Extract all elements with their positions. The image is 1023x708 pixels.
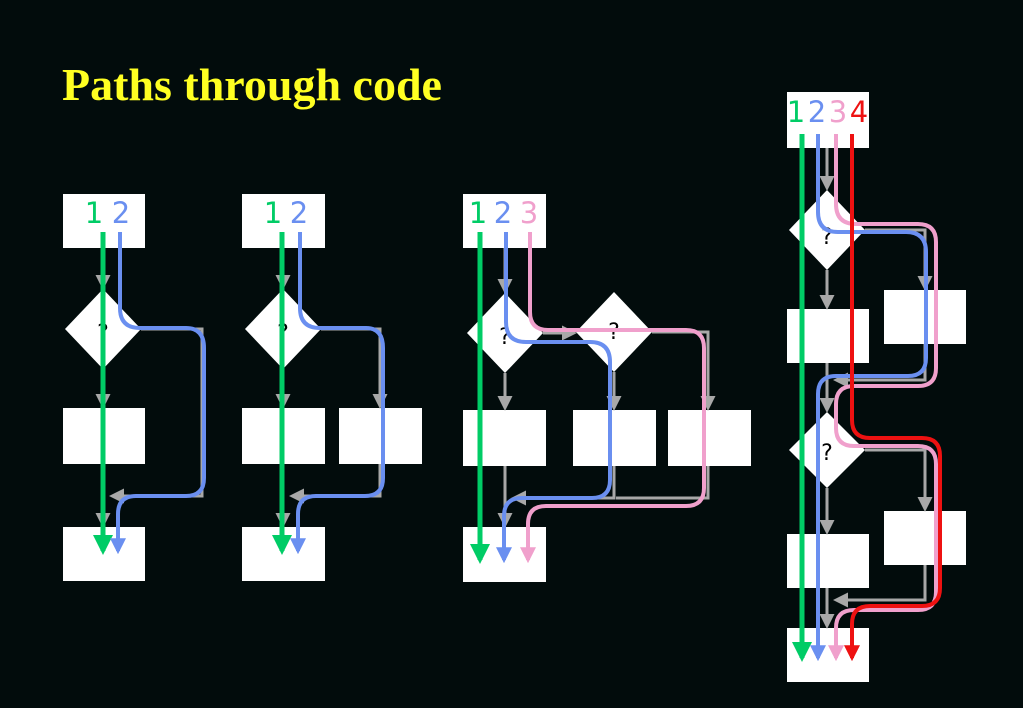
- diagram-4: ? ? 1 2 3 4: [787, 92, 966, 682]
- path-label-2: 2: [290, 196, 308, 230]
- path-label-2: 2: [112, 196, 130, 230]
- path-3-line: [828, 134, 938, 662]
- statement-node-middle: [573, 410, 656, 466]
- decision-symbol: ?: [821, 225, 833, 250]
- statement-node-left: [463, 410, 546, 466]
- exit-node: [787, 628, 869, 682]
- control-flow-edges: [497, 248, 716, 528]
- path-label-3: 3: [520, 196, 538, 230]
- path-2-line: [810, 134, 928, 662]
- path-label-1: 1: [787, 95, 805, 129]
- path-3-line: [520, 232, 706, 564]
- path-2-line: [290, 232, 385, 555]
- path-2-line: [110, 232, 206, 555]
- statement-node-3: [787, 534, 869, 588]
- diagram-1: ? 1 2: [63, 194, 206, 581]
- path-label-1: 1: [469, 196, 487, 230]
- diagram-2: ? 1 2: [242, 194, 422, 581]
- decision-node-2: [789, 412, 865, 488]
- decision-symbol: ?: [499, 325, 511, 350]
- path-4-line: [844, 134, 942, 662]
- decision-node-1: [467, 293, 543, 373]
- path-label-4: 4: [850, 95, 868, 129]
- control-flow-edges: [95, 248, 204, 528]
- path-label-1: 1: [264, 196, 282, 230]
- path-label-1: 1: [85, 196, 103, 230]
- path-label-2: 2: [808, 95, 826, 129]
- decision-symbol: ?: [821, 441, 833, 466]
- diagram-3: ? ? 1 2 3: [463, 194, 751, 582]
- control-flow-edges: [275, 248, 388, 528]
- statement-node-right: [339, 408, 422, 464]
- statement-node-right: [668, 410, 751, 466]
- slide-title: Paths through code: [62, 59, 442, 110]
- path-label-2: 2: [494, 196, 512, 230]
- decision-symbol: ?: [608, 320, 620, 345]
- statement-node-1: [787, 309, 869, 363]
- path-2-line: [496, 232, 612, 564]
- path-label-3: 3: [829, 95, 847, 129]
- statement-node-4: [884, 511, 966, 565]
